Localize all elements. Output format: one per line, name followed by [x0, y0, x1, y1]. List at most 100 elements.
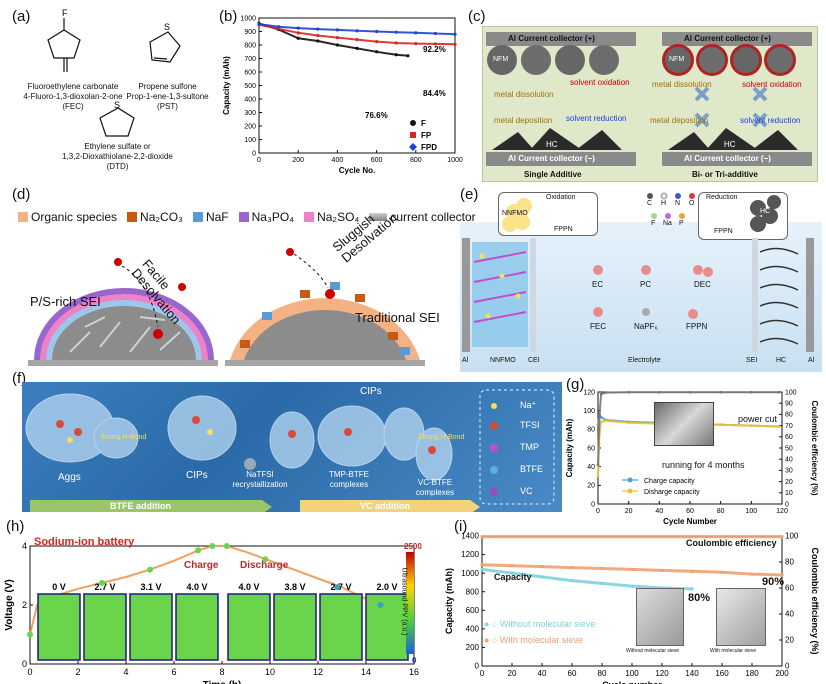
- g-photo: [654, 402, 714, 446]
- f-legend-tmp: TMP: [520, 442, 539, 452]
- data-point: [540, 575, 544, 579]
- y-tick-label: 500: [244, 83, 256, 90]
- data-point: [480, 567, 484, 572]
- voltage-marker: [147, 566, 153, 573]
- data-point: [355, 29, 359, 33]
- y-tick-label: 600: [244, 69, 256, 76]
- data-point: [510, 564, 514, 568]
- f-cips2: CIPs: [360, 386, 382, 397]
- data-point: [433, 31, 437, 36]
- data-point: [375, 29, 379, 34]
- sei-layer: [752, 238, 758, 352]
- data-point: [257, 22, 261, 26]
- c-bottom-collector-right: Al Current collector (−): [684, 154, 771, 163]
- data-point: [277, 25, 281, 29]
- left-nfm-spheres: [487, 45, 619, 75]
- i-legend-text-2: With molecular sieve: [499, 635, 583, 645]
- data-point: [749, 390, 753, 394]
- panel-a: (a) F S S Fluoroethylene carbonate 4-Flu…: [0, 0, 215, 180]
- y2-tick-label: 20: [785, 636, 794, 645]
- voltage-label: 2.7 V: [330, 582, 351, 592]
- legend-label: FPD: [421, 143, 437, 152]
- voltage-marker: [377, 602, 384, 608]
- voltage-label: 3.8 V: [284, 582, 305, 592]
- y-axis-label: Capacity (mAh): [222, 56, 231, 115]
- data-point: [660, 568, 664, 572]
- y2-tick-label: 50: [785, 445, 793, 452]
- d-ps-sei: P/S-rich SEI: [30, 294, 101, 309]
- x-tick-label: 0: [480, 669, 485, 678]
- voltage-label: 2.7 V: [94, 582, 115, 592]
- voltage-label: 0 V: [52, 582, 66, 592]
- legend-na2so4: Na₂SO₄: [304, 210, 359, 224]
- legend-naf: NaF: [192, 210, 229, 224]
- e-atom-f: F: [651, 220, 656, 227]
- c-nfm-label-right: NFM: [669, 56, 685, 63]
- series-line: [29, 545, 381, 635]
- data-point: [394, 30, 398, 34]
- c-multi-additive: Bi- or Tri-additive: [692, 170, 758, 179]
- y-tick-label: 60: [587, 445, 595, 452]
- y2-tick-label: 20: [785, 479, 793, 486]
- c-nfm-label: NFM: [493, 56, 509, 63]
- y-tick-label: 800: [466, 587, 480, 596]
- f-legend-tfsi: TFSI: [520, 420, 540, 430]
- data-point: [414, 42, 418, 46]
- x-tick-label: 0: [596, 508, 600, 515]
- x-tick-label: 40: [655, 508, 663, 515]
- y-tick-label: 120: [583, 389, 595, 396]
- y-tick-label: 200: [244, 123, 256, 130]
- x-tick-label: 20: [625, 508, 633, 515]
- data-point: [510, 571, 514, 575]
- g-running: running for 4 months: [662, 460, 745, 470]
- y-axis-label: Voltage (V): [4, 579, 15, 630]
- data-point: [316, 27, 320, 31]
- i-pouch-photo-2: [716, 588, 766, 646]
- x-tick-label: 16: [409, 667, 419, 677]
- x-tick-label: 2: [75, 667, 80, 677]
- legend-naf-swatch: [192, 212, 203, 222]
- x-axis-label: Time (h): [203, 680, 242, 684]
- f-hbond: Strong H-Bond: [100, 434, 147, 441]
- panel-h-label: (h): [6, 518, 25, 535]
- y2-tick-label: 90: [785, 401, 793, 408]
- data-point: [406, 54, 410, 58]
- panel-e: (e): [458, 182, 824, 374]
- y2-tick-label: 30: [785, 468, 793, 475]
- right-top-collector: [662, 32, 812, 46]
- y2-tick-label: 60: [785, 434, 793, 441]
- y-axis-label: Capacity (mAh): [444, 568, 454, 634]
- e-fppn-top: FPPN: [554, 226, 573, 233]
- y2-tick-label: 70: [785, 423, 793, 430]
- data-point: [296, 26, 300, 30]
- d-traditional-sei: Traditional SEI: [355, 310, 440, 325]
- data-point: [780, 535, 784, 539]
- y-axis-label: Capacity (mAh): [565, 418, 574, 477]
- pst-iupac: Prop-1-ene-1,3-sultone: [126, 92, 209, 101]
- legend-label: Charge capacity: [644, 478, 695, 485]
- dtd-caption: Ethylene sulfate or 1,3,2-Dioxathiolane-…: [55, 142, 180, 172]
- i-pct80: 80%: [688, 592, 711, 604]
- e-bottom-al-left: Al: [462, 357, 469, 364]
- blocked-x-marks: [694, 86, 768, 128]
- x-tick-label: 200: [292, 157, 304, 164]
- colorbar: [406, 552, 414, 654]
- i-legend-marker-2: ● ○: [484, 635, 500, 645]
- series-line: [258, 23, 456, 36]
- data-point: [596, 474, 600, 478]
- f-cips: CIPs: [186, 470, 208, 481]
- legend-label: FP: [421, 131, 432, 140]
- data-point: [600, 566, 604, 571]
- y2-tick-label: 40: [785, 457, 793, 464]
- y-tick-label: 300: [244, 110, 256, 117]
- sei-schematic: [486, 32, 812, 166]
- legend-organic: Organic species: [18, 210, 117, 224]
- data-point: [296, 31, 300, 35]
- hc-cluster: [750, 195, 781, 232]
- e-mol-dec: DEC: [694, 280, 711, 289]
- voltage-marker: [195, 547, 201, 554]
- legend-na2co3-text: Na₂CO₃: [140, 210, 183, 224]
- data-point: [777, 425, 781, 428]
- y2-axis-label: Coulombic efficiency (%): [810, 400, 819, 495]
- data-point: [335, 28, 339, 32]
